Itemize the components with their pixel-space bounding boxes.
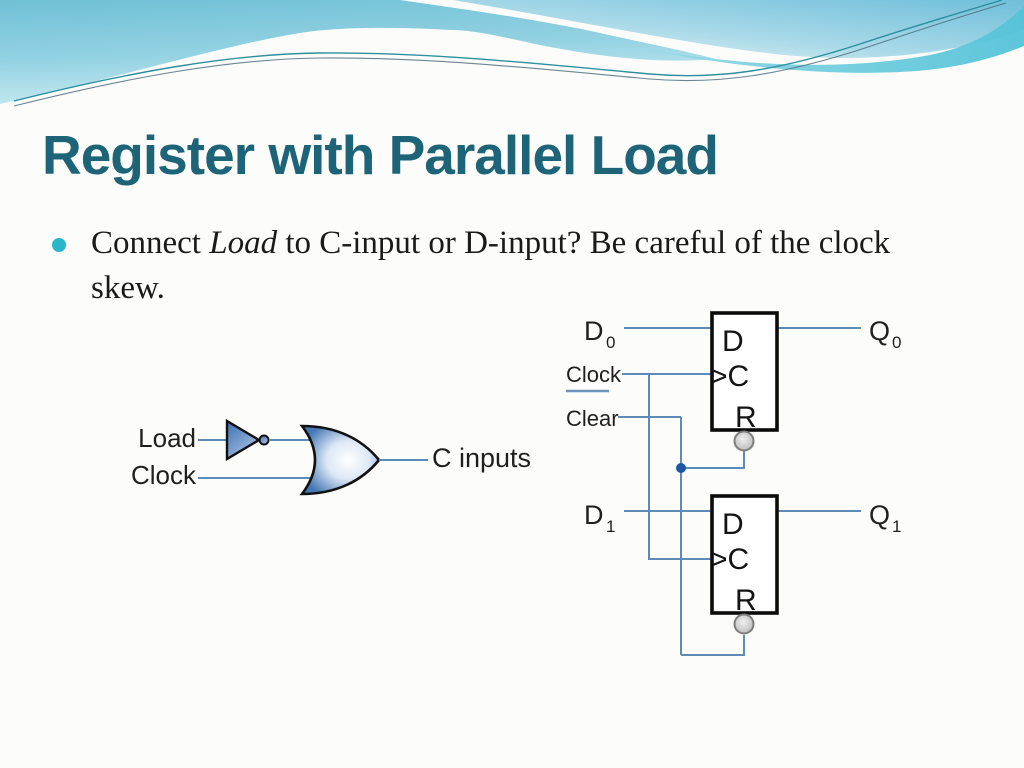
bullet-text-italic-word: Load — [209, 225, 278, 261]
dff1-reset-bubble — [733, 613, 755, 635]
wave-band-right — [453, 0, 1024, 58]
header-wave-graphic — [0, 0, 1024, 107]
clock-label-right: Clock — [566, 362, 622, 387]
dff0-reset-label: R — [735, 401, 757, 434]
bullet-marker — [52, 238, 66, 252]
slide-title: Register with Parallel Load — [42, 124, 719, 186]
wave-band-left — [0, 0, 716, 104]
load-label: Load — [138, 423, 196, 453]
clock-gating-circuit: Load Clock C inputs — [131, 418, 531, 496]
clock-branch-wire — [648, 374, 712, 560]
bullet-text-before: Connect — [91, 225, 210, 261]
or-gate — [299, 424, 381, 496]
not-gate — [225, 418, 262, 462]
wave-accent-ribbon — [640, 6, 1024, 73]
d0-label: D — [584, 316, 604, 346]
register-wires — [618, 327, 861, 656]
c-inputs-label: C inputs — [432, 443, 531, 473]
dff1: D >C R — [710, 494, 779, 635]
dff0-clock-label: >C — [710, 360, 749, 393]
not-gate-bubble — [258, 434, 270, 446]
bullet-text-after: to C-input or D-input? Be careful of the… — [91, 225, 891, 306]
q0-subscript: 0 — [892, 333, 901, 352]
q1-subscript: 1 — [892, 517, 901, 536]
wave-thin-line-2 — [13, 2, 1007, 107]
wave-thin-line-1 — [13, 0, 1003, 102]
dff1-d-label: D — [722, 508, 744, 541]
dff1-box — [710, 494, 779, 615]
d1-label: D — [584, 500, 604, 530]
dff1-clock-label: >C — [710, 543, 749, 576]
clear-to-ff1-wire — [681, 635, 745, 656]
bullet-text: Connect Load to C-input or D-input? Be c… — [91, 221, 971, 311]
d1-subscript: 1 — [606, 517, 615, 536]
dff0: D >C R — [710, 311, 779, 452]
dff1-reset-label: R — [735, 584, 757, 617]
q1-label: Q — [869, 500, 890, 530]
q0-label: Q — [869, 316, 890, 346]
clear-to-ff0-wire — [681, 451, 745, 469]
dff0-d-label: D — [722, 325, 744, 358]
clock-label-left: Clock — [131, 460, 197, 490]
d0-subscript: 0 — [606, 333, 615, 352]
junction-dot — [676, 463, 686, 473]
dff0-reset-bubble — [733, 430, 755, 452]
clear-label: Clear — [566, 406, 619, 431]
register-circuit: D 0 Q 0 D 1 Q 1 Clock Clear — [566, 311, 901, 656]
dff0-box — [710, 311, 779, 432]
